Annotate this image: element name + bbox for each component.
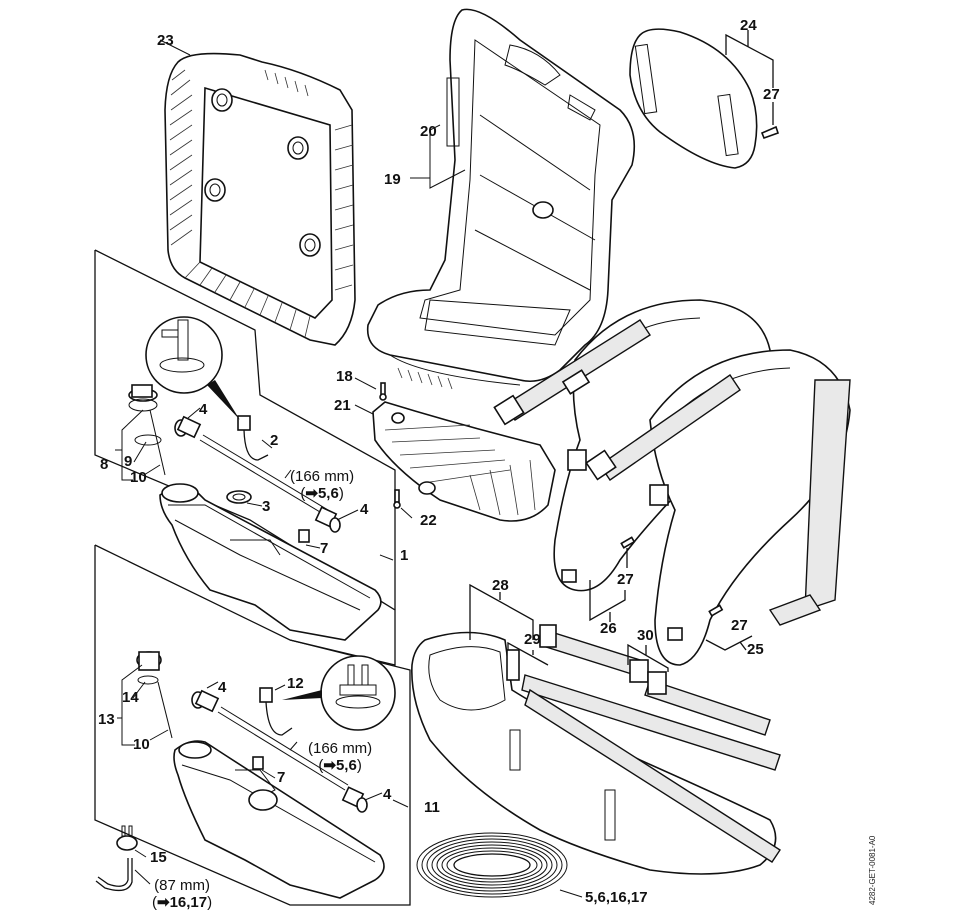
tank-1 (115, 316, 394, 641)
callout-3: 3 (262, 498, 271, 515)
backplate-19 (366, 8, 636, 390)
tank-11 (117, 651, 409, 899)
callout-24: 24 (740, 17, 757, 34)
arrow-right-icon: ➡ (157, 894, 170, 912)
callout-4: 4 (199, 401, 208, 418)
bracket-28-29-30 (469, 583, 669, 672)
leader-21 (354, 404, 374, 415)
callout-26: 26 (600, 620, 617, 637)
lower-tank-panel-outline (94, 545, 411, 906)
hose-length-note: (166 mm) (➡5,6) (290, 468, 355, 503)
callout-27: 27 (617, 571, 634, 588)
back-pad-24 (629, 28, 780, 169)
callout-21: 21 (334, 397, 351, 414)
callout-1: 1 (400, 547, 409, 564)
hip-belt-28 (411, 624, 781, 875)
arrow-right-icon: ➡ (305, 485, 318, 503)
callout-4: 4 (218, 679, 227, 696)
callout-22: 22 (420, 512, 437, 529)
callout-18: 18 (336, 368, 353, 385)
bracket-26-27 (589, 536, 636, 622)
callout-15: 15 (150, 849, 167, 866)
callout-28: 28 (492, 577, 509, 594)
callout-19: 19 (384, 171, 401, 188)
shoulder-strap-25 (567, 349, 851, 666)
callout-10: 10 (133, 736, 150, 753)
hose-length: (87 mm) (154, 877, 210, 894)
bracket-25-27 (705, 604, 753, 651)
hose-length-note: (87 mm) (➡16,17) (152, 877, 213, 912)
arrow-right-icon: ➡ (323, 757, 336, 775)
callout-7: 7 (277, 769, 286, 786)
hose-ref: 5,6 (317, 485, 339, 503)
callout-29: 29 (524, 631, 541, 648)
callout-10: 10 (130, 469, 147, 486)
hose-length: (166 mm) (290, 468, 355, 485)
callout-7: 7 (320, 540, 329, 557)
document-id: 4282-GET-0081-A0 (868, 835, 877, 905)
callout-25: 25 (747, 641, 764, 658)
hose-ref: 16,17 (169, 894, 208, 912)
callout-4: 4 (383, 786, 392, 803)
callout-13: 13 (98, 711, 115, 728)
callout-14: 14 (122, 689, 139, 706)
callout-12: 12 (287, 675, 304, 692)
screw-22 (393, 489, 413, 519)
hose-ref: 5,6 (335, 757, 357, 775)
callout-9: 9 (124, 453, 133, 470)
callout-27: 27 (763, 86, 780, 103)
callout-5-6-16-17: 5,6,16,17 (585, 889, 648, 906)
callout-4: 4 (360, 501, 369, 518)
callout-27: 27 (731, 617, 748, 634)
hose-length: (166 mm) (308, 740, 373, 757)
callout-30: 30 (637, 627, 654, 644)
callout-2: 2 (270, 432, 279, 449)
hose-length-note: (166 mm) (➡5,6) (308, 740, 373, 775)
frame-guard-23 (159, 39, 356, 346)
filter-15 (95, 825, 151, 892)
screw-18 (354, 377, 387, 401)
callout-23: 23 (157, 32, 174, 49)
callout-11: 11 (424, 799, 440, 816)
base-plate-21 (372, 401, 556, 522)
callout-8: 8 (100, 456, 109, 473)
callout-20: 20 (420, 123, 437, 140)
fuel-hose-coil (416, 832, 583, 898)
